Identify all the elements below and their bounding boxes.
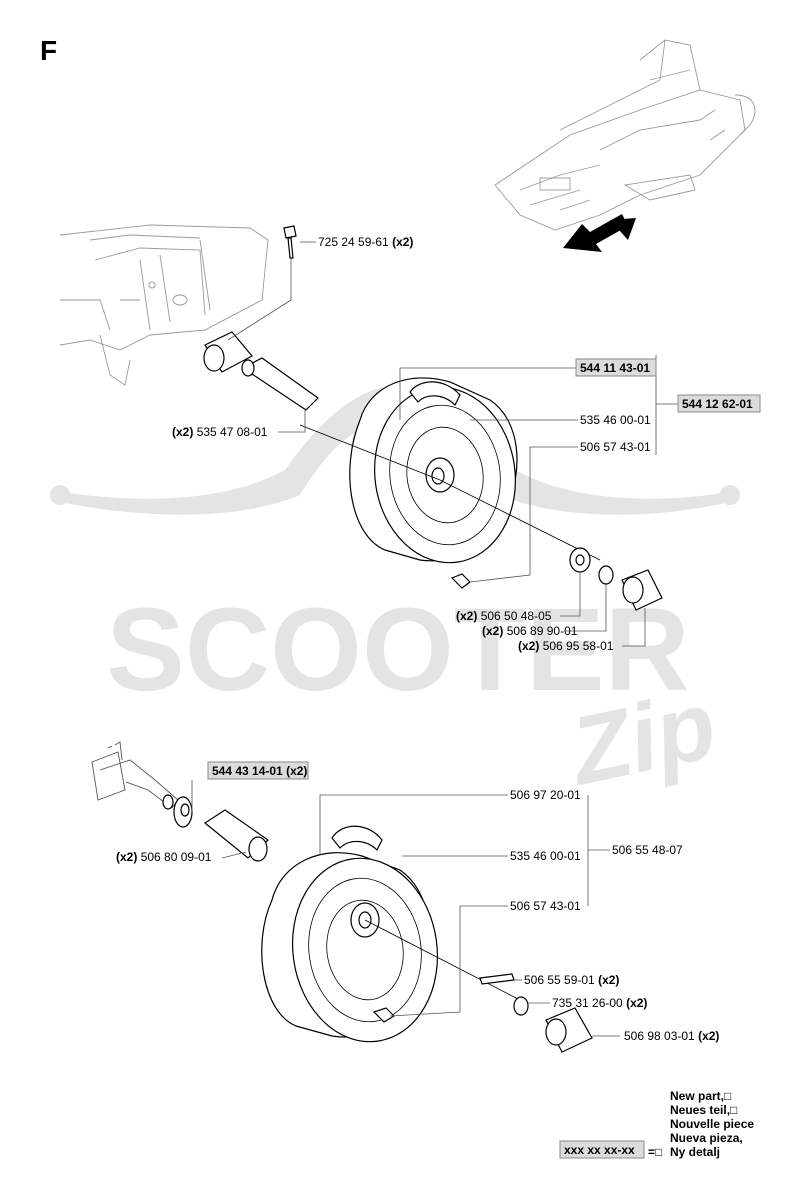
axle-bushing [203,331,319,411]
legend-line-5: Ny detalj [670,1145,720,1159]
lower-leader-lines [191,780,620,1037]
lower-washer [173,796,193,828]
callout-506-57-43-01-lower: 506 57 43-01 [510,899,581,913]
watermark-dot-right [720,485,740,505]
legend-line-4: Nueva pieza, [670,1131,743,1145]
callout-735-31-26-00: 735 31 26-00 (x2) [552,996,647,1010]
legend-line-2: Neues teil,□ [670,1103,737,1117]
callout-535-46-00-01: 535 46 00-01 [580,413,651,427]
callout-506-98-03-01: 506 98 03-01 (x2) [624,1029,719,1043]
lower-clip [513,996,529,1016]
callout-506-97-20-01: 506 97 20-01 [510,788,581,802]
view-direction-arrow [563,214,636,252]
upper-wheel [299,377,601,564]
callout-506-55-59-01: 506 55 59-01 (x2) [524,973,619,987]
lower-wheel [261,825,521,1043]
part-box-544-43-14-01 [207,761,309,780]
lower-spindle-drawing [91,741,179,810]
lower-hub-cap [545,1007,593,1053]
bolt-725-24-59-61 [283,225,297,259]
callout-544-11-43-01: 544 11 43-01 [580,361,650,375]
watermark-dot-left [50,485,70,505]
legend-sample-text: xxx xx xx-xx [564,1143,635,1157]
legend-sample-box [559,1140,645,1159]
callout-506-95-58-01: (x2) 506 95 58-01 [518,639,614,653]
callout-506-89-90-01: (x2) 506 89 90-01 [482,624,578,638]
upper-clip [598,565,614,585]
lower-key [479,973,515,985]
legend-equals: =□ [648,1145,662,1159]
callout-506-57-43-01: 506 57 43-01 [580,440,651,454]
part-box-544-11-43-01 [575,358,657,377]
callout-506-50-48-05: (x2) 506 50 48-05 [456,609,552,623]
section-letter: F [40,35,57,66]
callout-535-46-00-01-lower: 535 46 00-01 [510,849,581,863]
callout-535-47-08-01: (x2) 535 47 08-01 [172,425,268,439]
new-part-legend: New part,□ Neues teil,□ Nouvelle piece N… [559,1089,754,1159]
upper-chassis-drawing [59,224,269,386]
callout-506-80-09-01: (x2) 506 80 09-01 [116,850,212,864]
lower-spacer-tube [203,809,269,862]
watermark-brand-text: SCOOTER [106,584,690,716]
callout-544-43-14-01: 544 43 14-01 (x2) [212,764,307,778]
callout-725-24-59-61: 725 24 59-61 (x2) [318,235,413,249]
legend-line-3: Nouvelle piece [670,1117,754,1131]
legend-line-1: New part,□ [670,1089,731,1103]
overview-frame-drawing [494,39,756,231]
callout-506-55-48-07: 506 55 48-07 [612,843,683,857]
part-box-544-12-62-01 [677,394,761,413]
callout-544-12-62-01: 544 12 62-01 [682,397,753,411]
upper-washer [569,547,591,573]
upper-hub-cap [621,569,663,611]
